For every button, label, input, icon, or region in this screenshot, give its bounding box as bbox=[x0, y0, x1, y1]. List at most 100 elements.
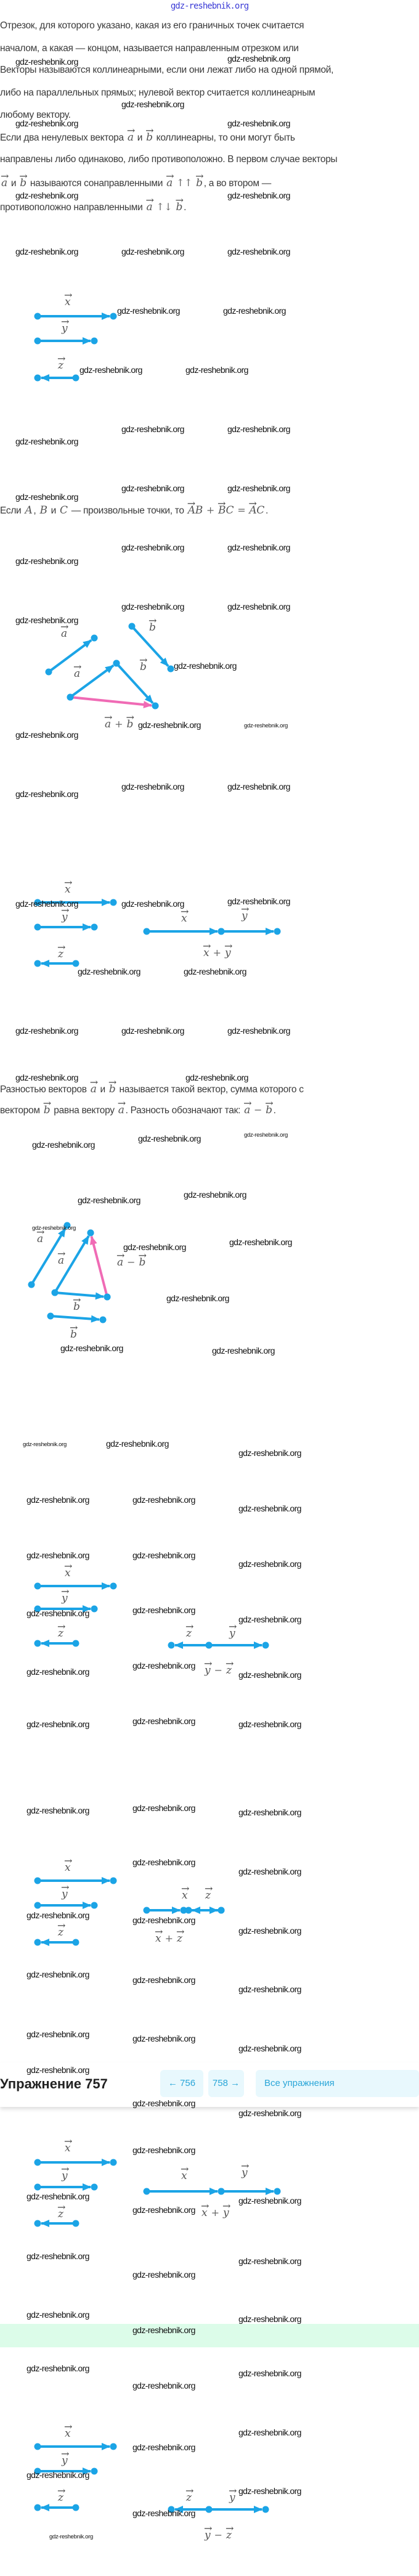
text-line: Если A, B и C — произвольные точки, то A… bbox=[0, 497, 268, 517]
watermark: gdz-reshebnik.org bbox=[132, 1495, 195, 1505]
vector-arrow bbox=[34, 2220, 79, 2227]
vector-arrow bbox=[45, 634, 98, 676]
text-line: Если два ненулевых вектора a и b коллине… bbox=[0, 125, 295, 144]
watermark: gdz-reshebnik.org bbox=[132, 1661, 195, 1670]
vector-symbol: b bbox=[69, 1322, 78, 1341]
watermark: gdz-reshebnik.org bbox=[132, 1915, 195, 1925]
watermark: gdz-reshebnik.org bbox=[26, 1608, 89, 1618]
vector-symbol: x bbox=[200, 2200, 209, 2219]
vector-arrow bbox=[34, 374, 79, 382]
vector-symbol: b bbox=[145, 125, 154, 144]
all-exercises-button[interactable]: Все упражнения bbox=[256, 2070, 419, 2097]
vector-symbol: b bbox=[195, 170, 204, 189]
vector-symbol: a bbox=[89, 1076, 98, 1095]
watermark: gdz-reshebnik.org bbox=[138, 720, 201, 730]
vector-arrow bbox=[34, 2159, 117, 2166]
vector-symbol: y bbox=[222, 2200, 230, 2219]
vector-arrow bbox=[168, 2506, 213, 2513]
text-line: вектором b равна вектору a. Разность обо… bbox=[0, 1097, 276, 1116]
watermark: gdz-reshebnik.org bbox=[121, 602, 184, 611]
watermark: gdz-reshebnik.org bbox=[117, 306, 180, 316]
vector-symbol: y bbox=[240, 903, 249, 922]
vector-label: x bbox=[181, 1883, 189, 1902]
math-operator: + bbox=[165, 1932, 173, 1944]
vector-arrow bbox=[34, 1877, 117, 1884]
vector-label: y−z bbox=[203, 1658, 234, 1677]
text-run: , bbox=[33, 505, 39, 516]
watermark: gdz-reshebnik.org bbox=[26, 2470, 89, 2480]
vector-label: y bbox=[60, 1881, 69, 1900]
watermark: gdz-reshebnik.org bbox=[132, 1857, 195, 1867]
watermark: gdz-reshebnik.org bbox=[26, 1667, 89, 1677]
vector-symbol: a bbox=[60, 621, 69, 640]
vector-label: a bbox=[60, 621, 69, 640]
watermark: gdz-reshebnik.org bbox=[79, 365, 142, 375]
vector-symbol: y bbox=[60, 1881, 69, 1900]
text-run: — произвольные точки, то bbox=[68, 505, 187, 516]
next-exercise-button[interactable]: 758 → bbox=[208, 2070, 244, 2097]
vector-label: y bbox=[228, 1621, 237, 1640]
text-line: противоположно направленными a↑↓b. bbox=[0, 194, 186, 213]
vector-symbol: b bbox=[72, 1294, 81, 1313]
watermark: gdz-reshebnik.org bbox=[23, 1441, 67, 1448]
vector-label: a+b bbox=[104, 711, 134, 730]
watermark: gdz-reshebnik.org bbox=[227, 782, 290, 791]
watermark: gdz-reshebnik.org bbox=[15, 615, 78, 625]
watermark: gdz-reshebnik.org bbox=[212, 1346, 275, 1355]
vector-symbol: x bbox=[154, 1926, 163, 1945]
watermark: gdz-reshebnik.org bbox=[132, 2442, 195, 2452]
watermark: gdz-reshebnik.org bbox=[166, 1293, 229, 1303]
vector-symbol: x bbox=[202, 940, 211, 959]
highlight-band bbox=[0, 2324, 419, 2347]
text-run: Если два ненулевых вектора bbox=[0, 133, 126, 143]
vector-arrow bbox=[47, 1312, 107, 1323]
vector-symbol: z bbox=[176, 1926, 184, 1945]
text-line: любому вектору. bbox=[0, 110, 71, 121]
vector-arrow bbox=[34, 1902, 98, 1909]
text-run: противоположно направленными bbox=[0, 202, 145, 213]
vector-label: z bbox=[204, 1883, 213, 1902]
watermark: gdz-reshebnik.org bbox=[26, 2310, 89, 2320]
watermark: gdz-reshebnik.org bbox=[244, 722, 288, 729]
vector-label: b bbox=[69, 1322, 78, 1341]
watermark: gdz-reshebnik.org bbox=[26, 1719, 89, 1729]
text-run: Разностью векторов bbox=[0, 1084, 89, 1095]
vector-symbol: x bbox=[180, 2163, 189, 2182]
watermark: gdz-reshebnik.org bbox=[49, 2533, 93, 2540]
watermark: gdz-reshebnik.org bbox=[238, 2427, 301, 2437]
math-operator: + bbox=[213, 947, 221, 959]
watermark: gdz-reshebnik.org bbox=[132, 2098, 195, 2108]
watermark: gdz-reshebnik.org bbox=[15, 190, 78, 200]
prev-exercise-button[interactable]: ← 756 bbox=[160, 2070, 203, 2097]
vector-label: x bbox=[63, 1560, 72, 1579]
watermark: gdz-reshebnik.org bbox=[227, 1026, 290, 1036]
text-line: Векторы называются коллинеарными, если о… bbox=[0, 65, 333, 76]
vector-symbol: b bbox=[148, 615, 157, 634]
point-symbol: C bbox=[60, 504, 68, 517]
math-operator: = bbox=[237, 504, 246, 516]
watermark: gdz-reshebnik.org bbox=[15, 899, 78, 909]
vector-symbol: x bbox=[180, 906, 189, 925]
vector-symbol: z bbox=[57, 941, 65, 960]
text-line: направлены либо одинаково, либо противоп… bbox=[0, 154, 338, 165]
watermark: gdz-reshebnik.org bbox=[15, 1026, 78, 1036]
vector-label: a bbox=[73, 661, 82, 680]
text-run: равна вектору bbox=[51, 1105, 117, 1116]
exercise-nav-bar: Упражнение 757 ← 756 758 → Все упражнени… bbox=[0, 2063, 419, 2107]
vector-label: a bbox=[36, 1226, 45, 1245]
watermark: gdz-reshebnik.org bbox=[78, 1195, 140, 1205]
site-logo[interactable]: gdz-reshebnik.org bbox=[170, 1, 249, 11]
vector-symbol: AB bbox=[187, 497, 204, 517]
vector-arrow bbox=[143, 928, 225, 935]
watermark: gdz-reshebnik.org bbox=[132, 1605, 195, 1615]
text-run: и bbox=[8, 178, 19, 189]
vector-arrow bbox=[34, 960, 79, 967]
math-operator: ↑↑ bbox=[176, 177, 193, 189]
text-run: началом, а какая — концом, называется на… bbox=[0, 43, 299, 54]
watermark: gdz-reshebnik.org bbox=[132, 1550, 195, 1560]
vector-label: x bbox=[63, 2421, 72, 2440]
vector-arrow bbox=[34, 1582, 117, 1590]
watermark: gdz-reshebnik.org bbox=[238, 1670, 301, 1680]
vector-arrow bbox=[28, 1222, 71, 1288]
vector-symbol: x bbox=[63, 2135, 72, 2154]
